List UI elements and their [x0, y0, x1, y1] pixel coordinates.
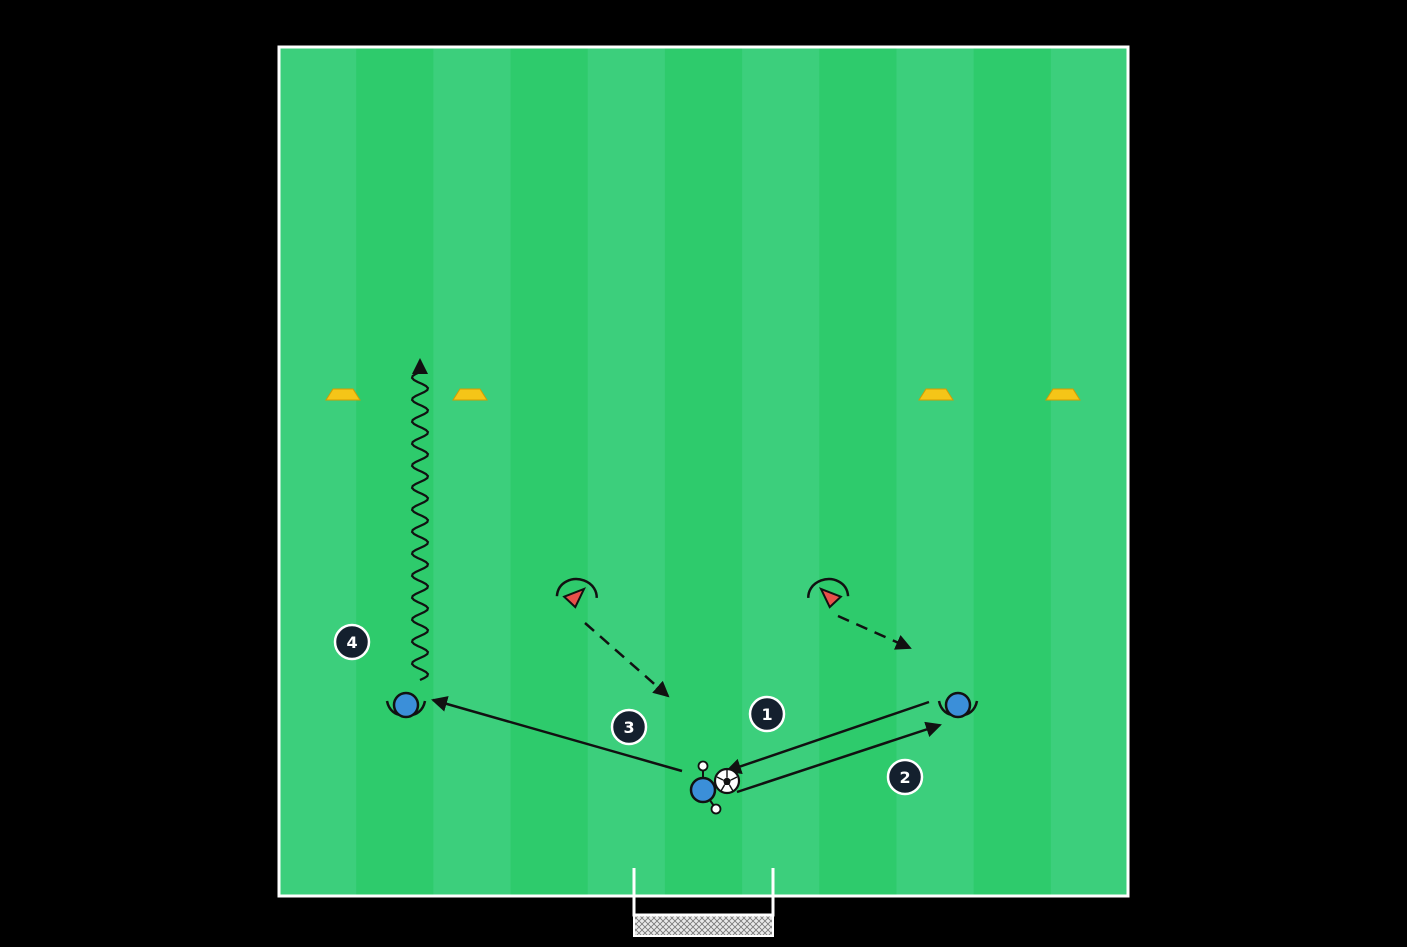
- pass-arrow-3: [431, 696, 683, 773]
- step-marker-2: 2: [886, 758, 924, 796]
- opponent-icon: [807, 577, 850, 609]
- cone-icon: [1045, 388, 1081, 401]
- pass-arrow-1: [725, 700, 930, 775]
- pitch-stripe: [664, 47, 743, 896]
- pitch-stripe: [973, 47, 1052, 896]
- pitch: [277, 45, 1130, 898]
- cone-icon: [325, 388, 361, 401]
- pass-arrow-2: [736, 721, 942, 794]
- pitch-stripe: [1050, 47, 1129, 896]
- pitch-stripe: [742, 47, 820, 896]
- pitch-stripe: [819, 47, 897, 896]
- player-icon: [689, 760, 722, 815]
- cone-icon: [452, 388, 488, 401]
- player-icon: [385, 691, 427, 719]
- pitch-stripe: [510, 47, 589, 896]
- step-marker-4: 4: [333, 623, 371, 661]
- step-label: 4: [346, 633, 357, 652]
- step-marker-3: 3: [610, 708, 648, 746]
- pitch-stripe: [433, 47, 512, 896]
- pitch-stripe: [279, 47, 357, 896]
- goal-icon: [632, 868, 775, 937]
- pitch-stripe: [587, 47, 666, 896]
- step-marker-1: 1: [748, 695, 786, 733]
- step-label: 3: [623, 718, 634, 737]
- step-label: 2: [899, 768, 910, 787]
- opponent-icon: [555, 577, 598, 609]
- pitch-stripe: [896, 47, 975, 896]
- opponent-run-arrow: [837, 614, 912, 650]
- player-icon: [937, 691, 979, 719]
- step-label: 1: [761, 705, 772, 724]
- ball-icon: [713, 767, 741, 795]
- dribble-path: [410, 358, 430, 681]
- cone-icon: [918, 388, 954, 401]
